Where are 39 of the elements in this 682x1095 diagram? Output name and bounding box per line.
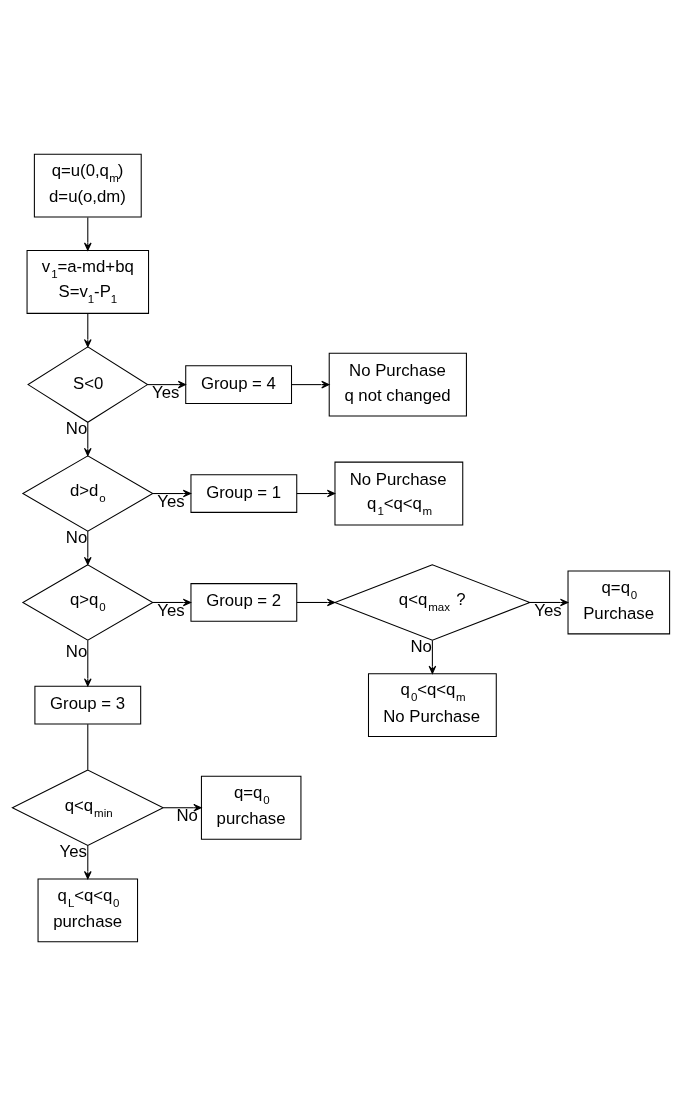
node-box: q=q$_{0}$ purchase: [200, 775, 302, 840]
arrow: [529, 598, 569, 606]
node-box: Group = 3: [34, 685, 142, 724]
node-diamond: q<q$_{max}$ ?: [333, 563, 532, 641]
connector: [87, 723, 89, 770]
arrow: [291, 380, 330, 388]
arrow: [83, 421, 92, 456]
node-diamond: q<q$_{min}$: [11, 768, 165, 846]
node-box: Group = 4: [185, 364, 293, 404]
node-box: No Purchase q$_{1}$<q<q$_{m}$: [334, 461, 464, 525]
arrow: [162, 803, 202, 812]
arrow: [296, 598, 336, 606]
arrow: [83, 639, 92, 687]
node-diamond: S<0: [27, 345, 149, 423]
edge-label: Yes: [534, 600, 562, 620]
arrow: [83, 530, 92, 565]
node-box: Group = 1: [190, 473, 298, 513]
edge-label: Yes: [152, 382, 180, 402]
arrow: [147, 380, 187, 388]
node-box: Group = 2: [190, 582, 298, 622]
arrow: [152, 489, 192, 497]
node-diamond: q>q$_{0}$: [21, 563, 154, 641]
node-box: q$_{0}$<q<q$_{m}$ No Purchase: [367, 672, 497, 737]
arrow: [428, 639, 437, 674]
node-box: q=u(0,q$_{m}$) d=u(o,dm): [33, 153, 142, 218]
arrow: [83, 844, 92, 879]
node-diamond: d>d$_{o}$: [21, 454, 154, 532]
arrow: [152, 598, 192, 606]
node-box: q$_{L}$<q<q$_{0}$ purchase: [37, 877, 139, 942]
edge-label: Yes: [157, 491, 185, 511]
node-box: No Purchase q not changed: [328, 352, 467, 417]
edge-label: Yes: [157, 600, 185, 620]
arrow: [296, 489, 336, 497]
edge-label: No: [65, 641, 88, 661]
edge-label: No: [176, 805, 198, 825]
arrow: [83, 216, 92, 251]
arrow: [83, 312, 92, 347]
node-box: v$_{1}$=a-md+bq S=v$_{1}$-P$_{1}$: [26, 249, 150, 314]
node-box: q=q$_{0}$ Purchase: [567, 570, 671, 634]
